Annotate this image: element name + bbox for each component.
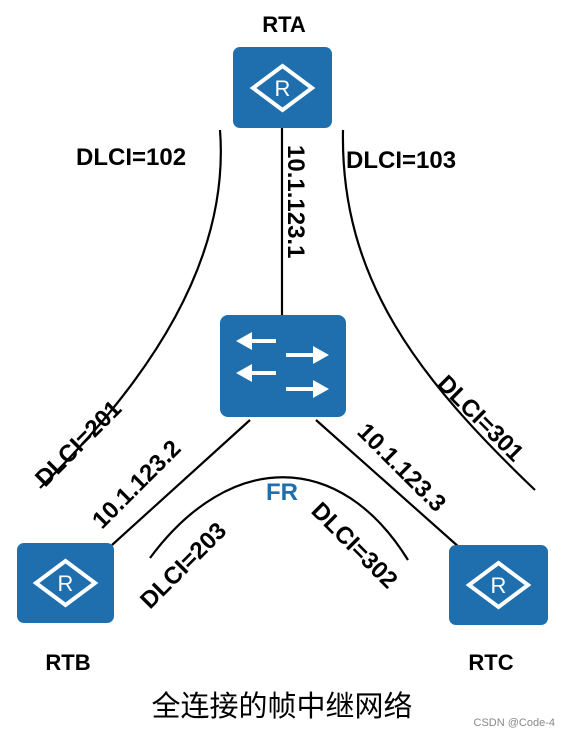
link-rtc-fr [315,419,461,549]
router-letter: R [275,76,291,101]
link-curve-a-b [39,129,222,489]
dlci-c-to-a: DLCI=301 [432,370,529,467]
link-curve-b-c [149,476,409,561]
link-rtb-fr [111,419,251,546]
router-letter: R [491,573,507,598]
dlci-b-to-c: DLCI=203 [135,517,232,614]
router-label-rtc: RTC [468,650,513,675]
ip-rta: 10.1.123.1 [282,145,309,258]
router-letter: R [58,571,74,596]
router-diamond-icon [32,558,99,608]
ip-rtc: 10.1.123.3 [352,418,451,517]
dlci-b-to-a: DLCI=201 [30,395,127,492]
router-label-rtb: RTB [45,650,90,675]
router-diamond-icon [465,560,532,610]
router-rtb[interactable]: R [17,543,114,623]
switch-arrows-icon [236,332,329,398]
router-rta[interactable]: R [233,47,332,128]
router-rtc[interactable]: R [449,545,548,625]
diagram-caption: 全连接的帧中继网络 [151,689,412,723]
router-label-rta: RTA [262,12,306,37]
watermark: CSDN @Code-4 [474,717,555,729]
dlci-a-to-c: DLCI=103 [346,147,456,174]
dlci-c-to-b: DLCI=302 [306,497,403,594]
fr-switch[interactable] [220,315,346,417]
link-curve-a-c [341,129,536,491]
ip-rtb: 10.1.123.2 [87,435,186,534]
dlci-a-to-b: DLCI=102 [76,144,186,171]
router-diamond-icon [249,63,316,113]
fr-label: FR [266,479,298,506]
